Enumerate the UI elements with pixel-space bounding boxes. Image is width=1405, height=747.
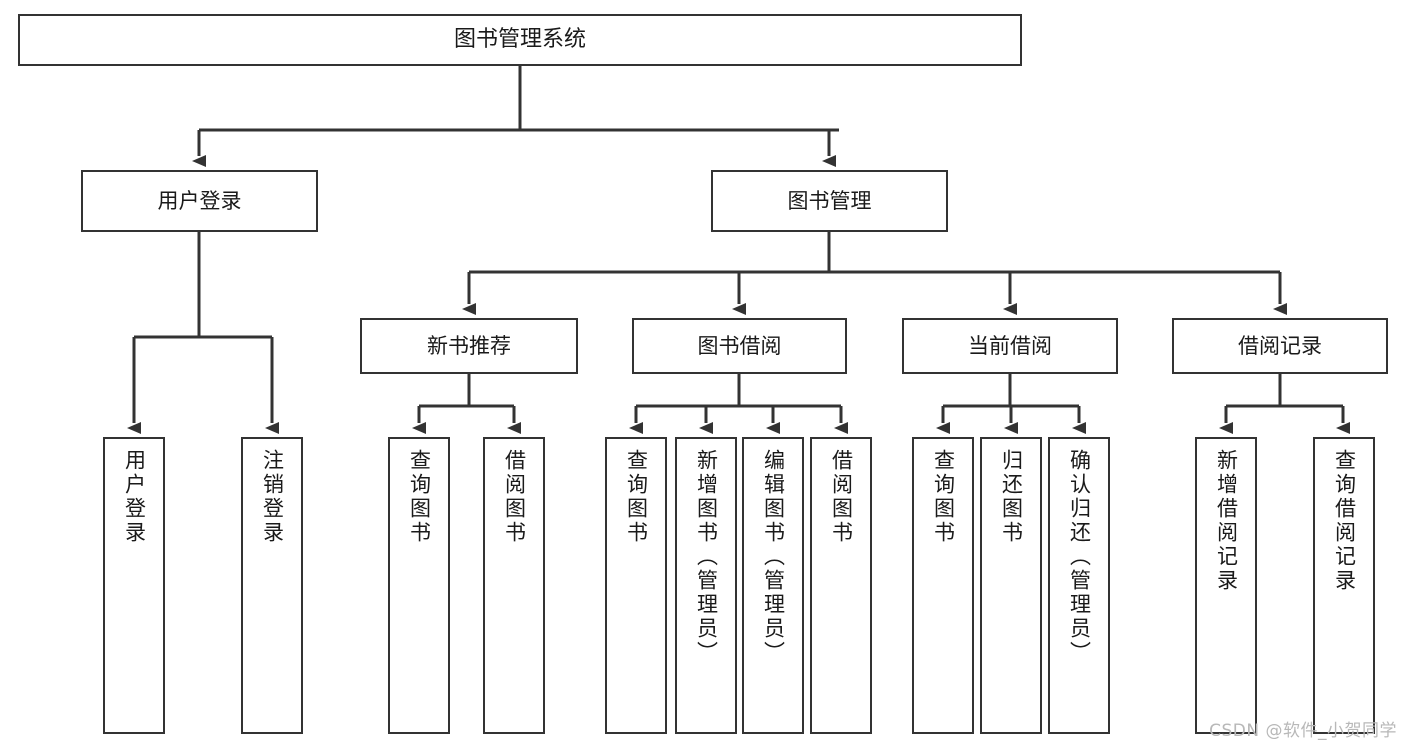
node-root[interactable]: 图书管理系统 [18, 14, 1022, 66]
node-leaf-add-book-label: 新增图书（管理员） [694, 449, 719, 665]
node-root-label: 图书管理系统 [453, 27, 586, 53]
node-leaf-logout[interactable]: 注销登录 [241, 437, 303, 734]
node-leaf-borrow-book-2-label: 借阅图书 [829, 449, 854, 545]
node-book-borrow-label: 图书借阅 [697, 333, 782, 358]
node-leaf-query-record-label: 查询借阅记录 [1332, 449, 1357, 593]
node-leaf-query-book-2[interactable]: 查询图书 [605, 437, 667, 734]
node-current-borrow[interactable]: 当前借阅 [902, 318, 1118, 374]
node-leaf-logout-label: 注销登录 [260, 449, 285, 545]
node-leaf-query-record[interactable]: 查询借阅记录 [1313, 437, 1375, 734]
node-leaf-borrow-book-1[interactable]: 借阅图书 [483, 437, 545, 734]
node-leaf-user-login-label: 用户登录 [122, 449, 147, 545]
node-leaf-user-login[interactable]: 用户登录 [103, 437, 165, 734]
node-leaf-query-book-3-label: 查询图书 [931, 449, 956, 545]
node-leaf-return-book-label: 归还图书 [999, 449, 1024, 545]
node-leaf-query-book-3[interactable]: 查询图书 [912, 437, 974, 734]
node-leaf-query-book-1-label: 查询图书 [407, 449, 432, 545]
node-leaf-edit-book-label: 编辑图书（管理员） [761, 449, 786, 665]
node-book-management-label: 图书管理 [787, 188, 872, 213]
node-user-login[interactable]: 用户登录 [81, 170, 318, 232]
node-borrow-record-label: 借阅记录 [1238, 333, 1322, 358]
node-current-borrow-label: 当前借阅 [968, 333, 1052, 358]
node-borrow-record[interactable]: 借阅记录 [1172, 318, 1388, 374]
node-leaf-add-record-label: 新增借阅记录 [1214, 449, 1239, 593]
node-leaf-query-book-1[interactable]: 查询图书 [388, 437, 450, 734]
node-leaf-borrow-book-1-label: 借阅图书 [502, 449, 527, 545]
node-new-book-recommend[interactable]: 新书推荐 [360, 318, 578, 374]
node-leaf-borrow-book-2[interactable]: 借阅图书 [810, 437, 872, 734]
node-book-borrow[interactable]: 图书借阅 [632, 318, 847, 374]
node-book-management[interactable]: 图书管理 [711, 170, 948, 232]
watermark: CSDN @软件_小贺同学 [1209, 721, 1397, 741]
node-leaf-confirm-return[interactable]: 确认归还（管理员） [1048, 437, 1110, 734]
node-new-book-recommend-label: 新书推荐 [427, 333, 511, 358]
node-leaf-edit-book[interactable]: 编辑图书（管理员） [742, 437, 804, 734]
node-leaf-add-record[interactable]: 新增借阅记录 [1195, 437, 1257, 734]
node-leaf-return-book[interactable]: 归还图书 [980, 437, 1042, 734]
node-leaf-query-book-2-label: 查询图书 [624, 449, 649, 545]
node-leaf-add-book[interactable]: 新增图书（管理员） [675, 437, 737, 734]
node-user-login-label: 用户登录 [157, 188, 242, 213]
node-leaf-confirm-return-label: 确认归还（管理员） [1067, 449, 1092, 665]
